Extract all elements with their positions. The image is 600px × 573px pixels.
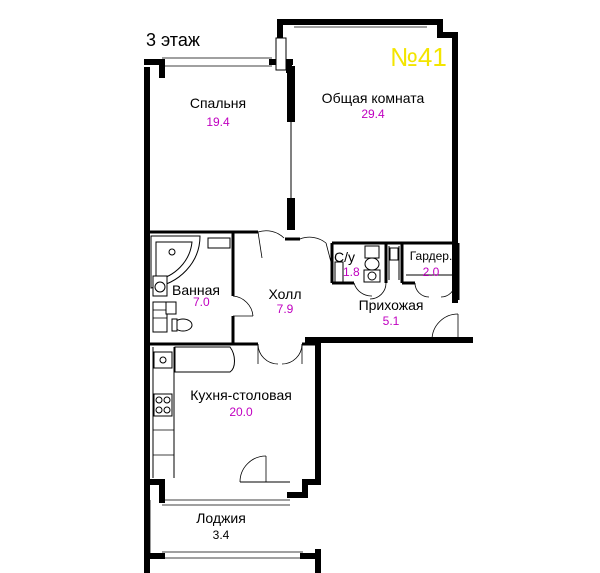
room-area-loggia: 3.4 (212, 528, 230, 542)
room-area-entrance: 5.1 (382, 314, 400, 328)
room-name-bathroom: Ванная (172, 282, 220, 298)
room-area-hall: 7.9 (276, 302, 294, 316)
room-name-bedroom: Спальня (189, 95, 247, 111)
windows (149, 19, 427, 559)
room-area-wc: 1.8 (343, 265, 360, 279)
interior-walls (145, 66, 460, 346)
room-name-wc: С/у (334, 249, 355, 265)
outer-walls (144, 19, 473, 573)
kitchen-fixtures (152, 346, 235, 478)
room-name-living: Общая комната (321, 90, 425, 106)
room-area-bathroom: 7.0 (193, 295, 210, 309)
room-area-bedroom: 19.4 (206, 115, 230, 129)
wc-fixtures (334, 245, 400, 283)
apartment-number: №41 (390, 42, 447, 72)
doors (232, 230, 459, 483)
floor-label: 3 этаж (146, 30, 200, 50)
room-area-kitchen: 20.0 (229, 405, 253, 419)
bathroom-fixtures (150, 235, 231, 333)
room-area-wardrobe: 2.0 (422, 265, 440, 279)
room-name-entrance: Прихожая (358, 297, 424, 313)
room-name-hall: Холл (268, 286, 302, 302)
room-area-living: 29.4 (361, 107, 385, 121)
room-name-wardrobe: Гардер. (409, 249, 453, 263)
room-name-loggia: Лоджия (196, 510, 246, 526)
room-name-kitchen: Кухня-столовая (190, 387, 292, 403)
